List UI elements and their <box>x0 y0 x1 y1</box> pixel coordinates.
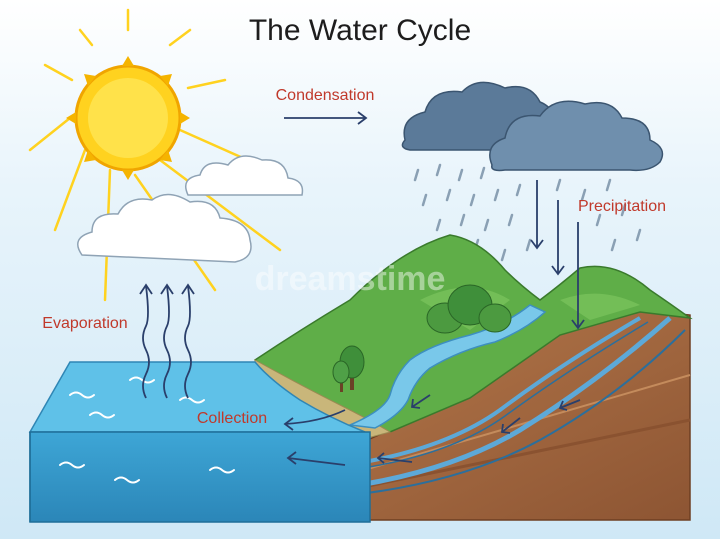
condensation-arrow <box>284 111 368 125</box>
ocean <box>28 361 371 523</box>
forest-icon <box>426 284 512 334</box>
watermark: dreamstime <box>255 260 446 298</box>
evaporation-arrows <box>139 283 195 399</box>
storm-cloud-icon <box>401 81 664 172</box>
sun-icon <box>28 8 282 302</box>
precipitation-arrows <box>530 180 585 330</box>
condensation-label: Condensation <box>276 87 375 104</box>
river <box>347 304 547 429</box>
rain-drops <box>413 163 642 262</box>
precipitation-label: Precipitation <box>578 198 666 215</box>
collection-label: Collection <box>197 410 267 427</box>
tree-icon <box>332 345 365 392</box>
collection-arrows <box>283 394 581 466</box>
diagram-title: The Water Cycle <box>249 14 471 47</box>
white-cloud-large <box>77 193 252 263</box>
evaporation-label: Evaporation <box>42 315 127 332</box>
white-cloud-small <box>185 155 304 196</box>
